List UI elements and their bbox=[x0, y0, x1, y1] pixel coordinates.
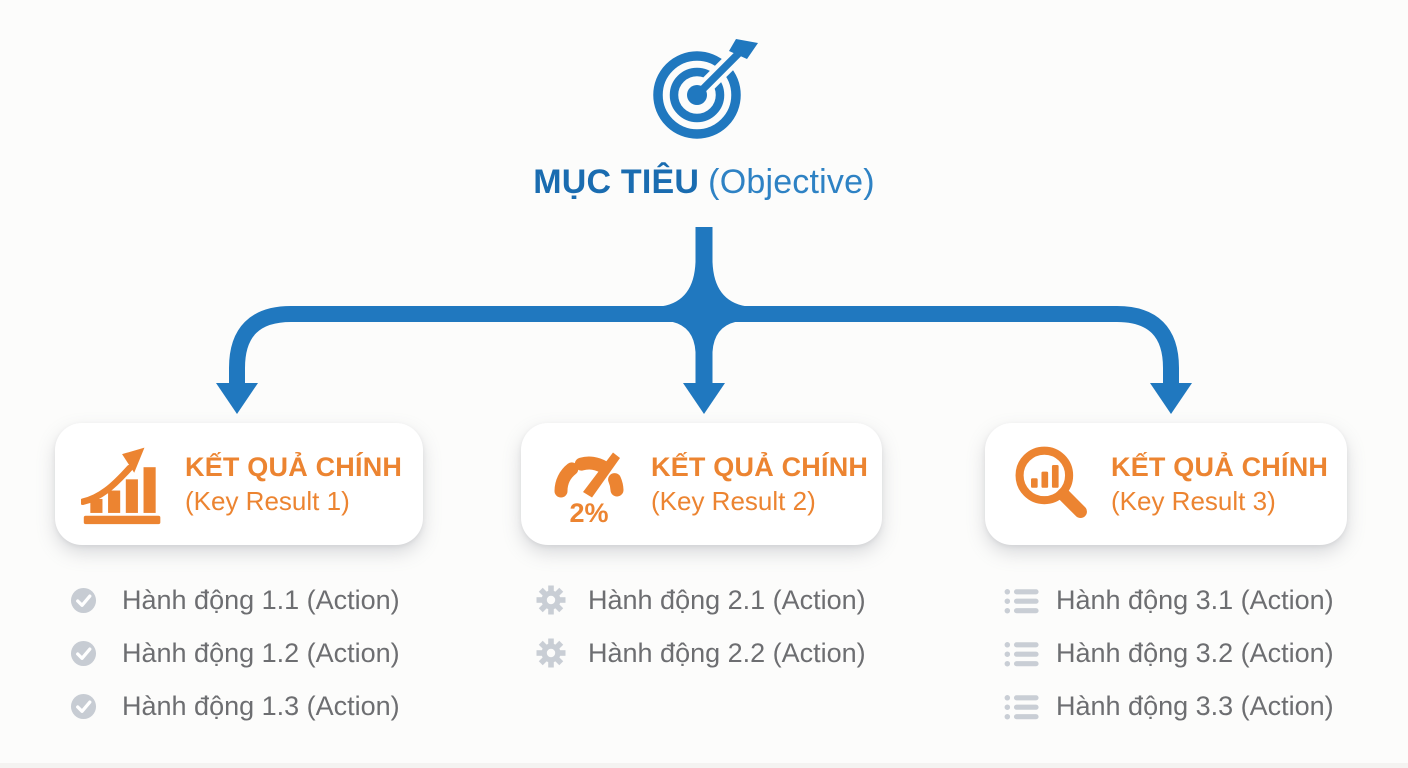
growth-chart-icon bbox=[81, 442, 165, 526]
key-result-title: KẾT QUẢ CHÍNH bbox=[651, 451, 869, 482]
action-item: Hành động 3.1 (Action) bbox=[1004, 583, 1334, 617]
gear-icon bbox=[536, 585, 572, 615]
key-result-card-2: 2% KẾT QUẢ CHÍNH (Key Result 2) bbox=[521, 423, 882, 545]
key-result-subtitle: (Key Result 3) bbox=[1111, 485, 1276, 516]
action-item: Hành động 3.2 (Action) bbox=[1004, 636, 1334, 670]
objective-title-main: MỤC TIÊU bbox=[533, 163, 700, 201]
bullet-list-icon bbox=[1004, 585, 1040, 615]
key-result-subtitle: (Key Result 2) bbox=[651, 485, 816, 516]
gauge-icon: 2% bbox=[547, 441, 631, 527]
key-result-card-3: KẾT QUẢ CHÍNH (Key Result 3) bbox=[985, 423, 1347, 545]
action-item: Hành động 3.3 (Action) bbox=[1004, 689, 1334, 723]
check-circle-icon bbox=[70, 640, 106, 667]
action-item: Hành động 2.2 (Action) bbox=[536, 636, 866, 670]
gauge-value: 2% bbox=[569, 498, 609, 528]
action-item: Hành động 1.3 (Action) bbox=[70, 689, 400, 723]
key-result-title: KẾT QUẢ CHÍNH bbox=[185, 451, 403, 482]
bottom-strip bbox=[0, 763, 1408, 768]
objective-title-sub: (Objective) bbox=[708, 163, 875, 201]
key-result-title: KẾT QUẢ CHÍNH bbox=[1111, 451, 1329, 482]
key-result-card-1: KẾT QUẢ CHÍNH (Key Result 1) bbox=[55, 423, 423, 545]
action-item: Hành động 2.1 (Action) bbox=[536, 583, 866, 617]
gear-icon bbox=[536, 638, 572, 668]
check-circle-icon bbox=[70, 587, 106, 614]
objective-title: MỤC TIÊU(Objective) bbox=[0, 163, 1408, 202]
action-item: Hành động 1.1 (Action) bbox=[70, 583, 400, 617]
bullet-list-icon bbox=[1004, 638, 1040, 668]
action-item: Hành động 1.2 (Action) bbox=[70, 636, 400, 670]
actions-key-result-1: Hành động 1.1 (Action) Hành động 1.2 (Ac… bbox=[70, 583, 400, 742]
target-icon bbox=[649, 38, 761, 142]
actions-key-result-2: Hành động 2.1 (Action) Hành động 2.2 (Ac… bbox=[536, 583, 866, 689]
list-magnifier-icon bbox=[1011, 444, 1091, 524]
bullet-list-icon bbox=[1004, 691, 1040, 721]
key-result-subtitle: (Key Result 1) bbox=[185, 485, 350, 516]
actions-key-result-3: Hành động 3.1 (Action) Hành động 3.2 (Ac… bbox=[1004, 583, 1334, 742]
check-circle-icon bbox=[70, 693, 106, 720]
